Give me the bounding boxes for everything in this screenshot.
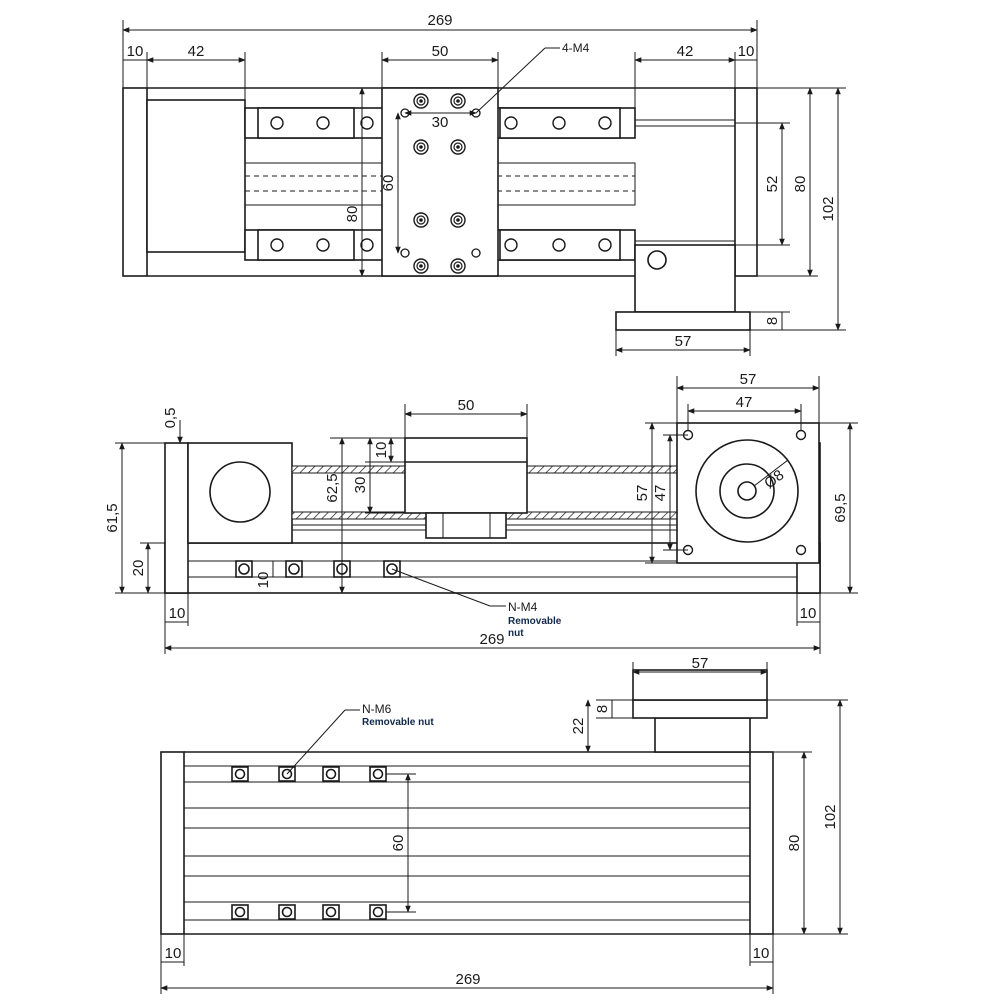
bottom-height-102: 102 bbox=[822, 804, 839, 829]
front-carriage-30: 30 bbox=[352, 477, 369, 494]
top-hole-spacing-60: 60 bbox=[380, 175, 397, 192]
front-motor-57-top: 57 bbox=[740, 371, 757, 388]
bottom-flange-8: 8 bbox=[594, 705, 611, 713]
profile-slots bbox=[184, 765, 750, 921]
top-callout-4-m4: 4-M4 bbox=[562, 41, 590, 55]
carriage-plate bbox=[381, 87, 499, 277]
front-gap-0-5: 0,5 bbox=[162, 408, 179, 429]
left-end-plate bbox=[122, 87, 148, 277]
front-height-62-5: 62,5 bbox=[324, 473, 341, 502]
front-dimensions: 0,5 61,5 20 10 50 10 bbox=[104, 371, 858, 654]
front-bottom-20: 20 bbox=[130, 560, 147, 577]
front-carriage bbox=[404, 437, 528, 514]
front-carriage-50: 50 bbox=[458, 397, 475, 414]
top-hole-spacing-30: 30 bbox=[432, 114, 449, 131]
top-right-end-10: 10 bbox=[738, 43, 755, 60]
front-callout-removable: Removable bbox=[508, 616, 562, 627]
bottom-left-end-10: 10 bbox=[165, 945, 182, 962]
left-motor-block bbox=[146, 99, 246, 253]
top-flange-8: 8 bbox=[764, 317, 781, 325]
front-view: 0,5 61,5 20 10 50 10 bbox=[104, 371, 858, 654]
right-end-plate bbox=[734, 87, 758, 277]
bottom-left-end bbox=[160, 751, 185, 935]
bottom-removable-nuts bbox=[231, 766, 387, 920]
front-callout-nut: nut bbox=[508, 628, 524, 639]
front-carriage-top-10: 10 bbox=[373, 442, 390, 459]
top-overall-269: 269 bbox=[427, 12, 452, 29]
front-motor-47-top: 47 bbox=[736, 394, 753, 411]
top-left-motor-42: 42 bbox=[188, 43, 205, 60]
front-callout-n-m4: N-M4 bbox=[508, 600, 538, 614]
front-overall-269: 269 bbox=[479, 631, 504, 648]
top-flange-57: 57 bbox=[675, 333, 692, 350]
bottom-motor-body bbox=[654, 717, 751, 753]
bottom-flange-57: 57 bbox=[692, 655, 709, 672]
top-left-end-10: 10 bbox=[127, 43, 144, 60]
top-height-102: 102 bbox=[820, 196, 837, 221]
carriage-nut-block bbox=[425, 512, 507, 539]
top-view: 269 10 42 50 42 10 4-M4 30 bbox=[122, 12, 846, 356]
front-height-61-5: 61,5 bbox=[104, 503, 121, 532]
top-body-height-80: 80 bbox=[344, 206, 361, 223]
bottom-right-end bbox=[749, 751, 774, 935]
front-right-end-10: 10 bbox=[800, 605, 817, 622]
bottom-height-80: 80 bbox=[786, 835, 803, 852]
front-left-end-10: 10 bbox=[169, 605, 186, 622]
motor-flange bbox=[615, 311, 751, 331]
top-right-motor-42: 42 bbox=[677, 43, 694, 60]
front-motor-57-side: 57 bbox=[634, 485, 651, 502]
bottom-overall-269: 269 bbox=[455, 971, 480, 988]
bottom-motor-flange bbox=[632, 699, 768, 719]
top-dimensions: 269 10 42 50 42 10 4-M4 30 bbox=[122, 12, 846, 356]
bottom-view: 57 8 22 N-M6 Removable nut 60 80 bbox=[160, 655, 848, 994]
bottom-right-end-10: 10 bbox=[753, 945, 770, 962]
front-height-69-5: 69,5 bbox=[832, 493, 849, 522]
bottom-height-22: 22 bbox=[570, 718, 587, 735]
bottom-dimensions: 57 8 22 N-M6 Removable nut 60 80 bbox=[160, 655, 848, 994]
top-rail-spacing-52: 52 bbox=[764, 176, 781, 193]
front-slot-10: 10 bbox=[255, 572, 272, 589]
top-carriage-50: 50 bbox=[432, 43, 449, 60]
top-height-80: 80 bbox=[792, 176, 809, 193]
front-motor-47-side: 47 bbox=[652, 485, 669, 502]
bottom-callout-removable-nut: Removable nut bbox=[362, 717, 434, 728]
bottom-callout-n-m6: N-M6 bbox=[362, 702, 392, 716]
bottom-slot-spacing-60: 60 bbox=[390, 835, 407, 852]
